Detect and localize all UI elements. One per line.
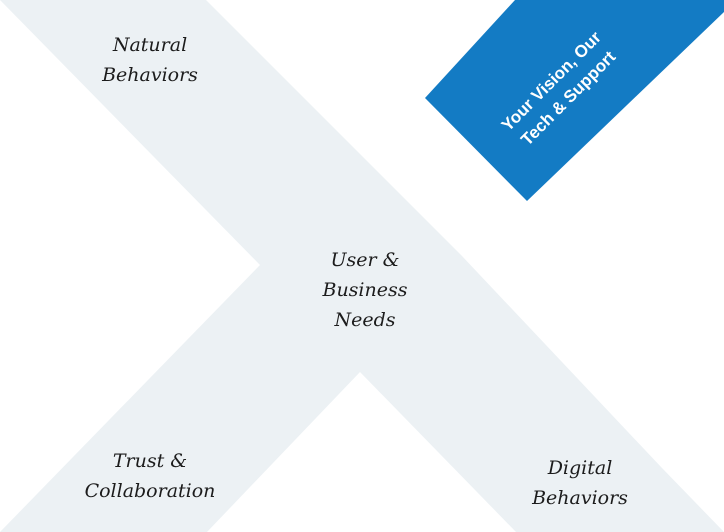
banner-ribbon: [425, 0, 724, 201]
center-line-1: User &: [330, 249, 400, 271]
user-business-needs-label: User & Business Needs: [310, 245, 420, 335]
center-line-2: Business: [322, 279, 408, 301]
trust-line-2: Collaboration: [84, 480, 216, 502]
natural-behaviors-label: Natural Behaviors: [98, 30, 202, 90]
natural-behaviors-line-1: Natural: [112, 34, 188, 56]
trust-line-1: Trust &: [112, 450, 188, 472]
digital-behaviors-line-2: Behaviors: [532, 487, 628, 509]
center-line-3: Needs: [334, 309, 396, 331]
digital-behaviors-line-1: Digital: [547, 457, 613, 479]
trust-collaboration-label: Trust & Collaboration: [80, 446, 220, 506]
natural-behaviors-line-2: Behaviors: [102, 64, 198, 86]
digital-behaviors-label: Digital Behaviors: [520, 453, 640, 513]
